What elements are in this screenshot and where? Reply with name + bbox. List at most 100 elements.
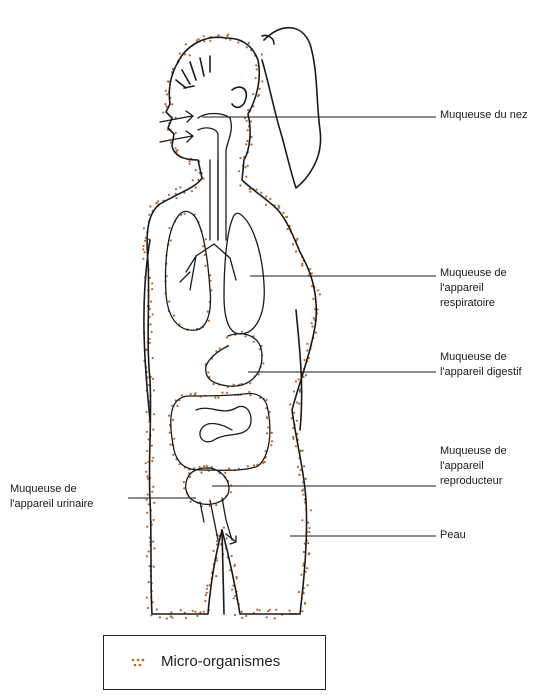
microbe-dot: [307, 584, 309, 586]
microbe-dot: [303, 551, 305, 553]
microbe-dot: [289, 610, 291, 612]
microbe-dot: [205, 594, 207, 596]
microbe-dot: [148, 581, 150, 583]
microbe-dot: [212, 550, 214, 552]
microbe-dot: [292, 436, 294, 438]
legend-dots-icon: [131, 658, 145, 668]
microbe-dot: [302, 450, 304, 452]
microbe-dot: [216, 559, 218, 561]
microbe-dot: [153, 502, 155, 504]
microbe-dot: [206, 465, 208, 467]
microbe-dot: [156, 608, 158, 610]
microbe-dot: [179, 52, 181, 54]
microbe-dot: [195, 169, 197, 171]
microbe-dot: [175, 188, 177, 190]
microbe-dot: [179, 186, 181, 188]
label-reproductive-mucosa: Muqueuse de l'appareil reproducteur: [440, 444, 507, 489]
microbe-dot: [180, 609, 182, 611]
microbe-dot: [146, 349, 148, 351]
microbe-dot: [245, 335, 247, 337]
microbe-dot: [189, 54, 191, 56]
microbe-dot: [301, 519, 303, 521]
microbe-dot: [255, 64, 257, 66]
microbe-dot: [269, 609, 271, 611]
microbe-dot: [214, 397, 216, 399]
microbe-dot: [269, 198, 271, 200]
microbe-dot: [152, 378, 154, 380]
microbe-dot: [239, 157, 241, 159]
microbe-dot: [250, 143, 252, 145]
microbe-dot: [148, 550, 150, 552]
microbe-dot: [219, 347, 221, 349]
microbe-dot: [165, 90, 167, 92]
microbe-dot: [152, 457, 154, 459]
microbe-dot: [151, 460, 153, 462]
microbe-dot: [233, 597, 235, 599]
microbe-dot: [264, 461, 266, 463]
body-outline: [144, 28, 321, 614]
microbe-dot: [170, 611, 172, 613]
microbe-dot: [162, 112, 164, 114]
microbe-dot: [260, 192, 262, 194]
microbe-dot: [202, 245, 204, 247]
microbe-dot: [152, 541, 154, 543]
label-urinary-mucosa: Muqueuse de l'appareil urinaire: [10, 482, 93, 512]
microbe-dot: [189, 163, 191, 165]
microbe-dot: [194, 393, 196, 395]
microbe-dot: [245, 615, 247, 617]
microbe-dot: [311, 326, 313, 328]
microbe-dot: [305, 374, 307, 376]
microbe-dot: [198, 38, 200, 40]
microbe-dot: [296, 238, 298, 240]
microbe-dot: [295, 380, 297, 382]
microbe-dot: [295, 251, 297, 253]
microbe-dot: [248, 391, 250, 393]
microbe-dot: [153, 413, 155, 415]
microbe-dot: [301, 263, 303, 265]
microbe-dot: [144, 240, 146, 242]
microbe-dot: [266, 399, 268, 401]
microbe-dot: [271, 432, 273, 434]
microbe-dot: [292, 243, 294, 245]
internal-organs: [160, 111, 270, 544]
microbe-dot: [245, 143, 247, 145]
microbe-dot: [262, 362, 264, 364]
microbe-dot: [306, 567, 308, 569]
microbe-dot: [205, 238, 207, 240]
microbe-dot: [142, 245, 144, 247]
microbe-dot: [146, 475, 148, 477]
microbe-dot: [223, 527, 225, 529]
microbe-dot: [246, 140, 248, 142]
microbe-dot: [165, 105, 167, 107]
microbe-dot: [238, 170, 240, 172]
microbe-dot: [308, 553, 310, 555]
microbe-dot: [295, 445, 297, 447]
large-intestine: [171, 394, 270, 471]
microbe-dot: [259, 609, 261, 611]
microbe-dot: [292, 438, 294, 440]
microbe-dot: [203, 40, 205, 42]
microbe-dot: [151, 282, 153, 284]
microbe-dot: [234, 564, 236, 566]
microbe-dot: [313, 317, 315, 319]
microbe-dot: [196, 39, 198, 41]
microbe-dot: [151, 331, 153, 333]
lung-left: [166, 211, 211, 330]
microbe-dot: [307, 542, 309, 544]
microbe-dot: [169, 443, 171, 445]
lung-right: [224, 213, 264, 334]
microbe-dot: [195, 187, 197, 189]
microbe-dot: [227, 34, 229, 36]
microbe-dot: [298, 474, 300, 476]
microbe-dot: [145, 462, 147, 464]
microbe-dot: [144, 251, 146, 253]
microbe-dot: [149, 205, 151, 207]
microbe-dot: [152, 313, 154, 315]
microbe-dot: [271, 440, 273, 442]
microbe-dot: [207, 311, 209, 313]
microbe-dot: [185, 617, 187, 619]
microbe-dot: [215, 504, 217, 506]
microbe-dot: [319, 293, 321, 295]
microbe-dot: [191, 190, 193, 192]
